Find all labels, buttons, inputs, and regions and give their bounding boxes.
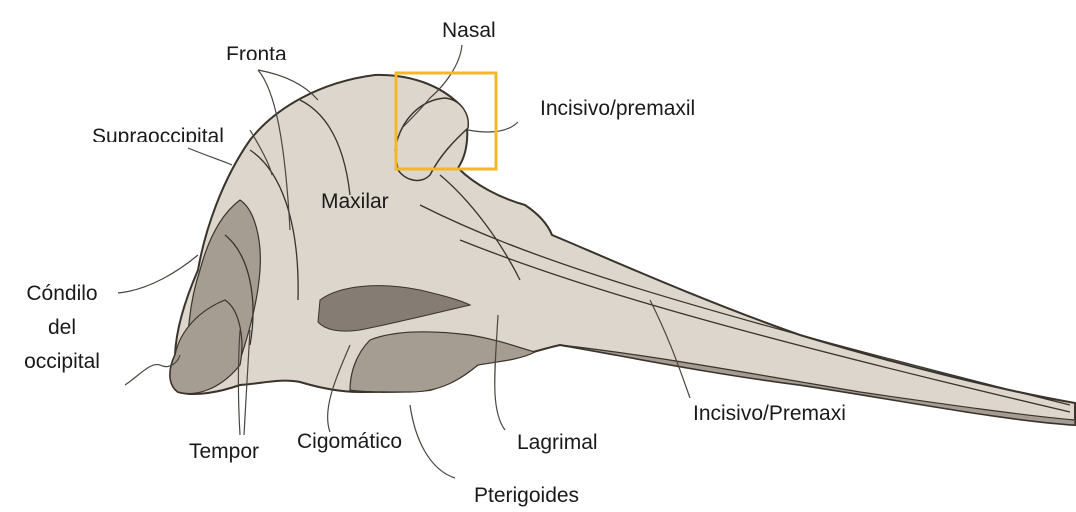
label-tempor: Tempor bbox=[189, 441, 259, 462]
label-condilo-line3: occipital bbox=[16, 351, 108, 372]
label-lagrimal: Lagrimal bbox=[517, 432, 598, 453]
label-maxilar: Maxilar bbox=[321, 191, 389, 212]
label-condilo-line2: del bbox=[16, 317, 108, 338]
label-incisivo-premaxi: Incisivo/Premaxi bbox=[693, 403, 846, 424]
label-fronta: Fronta bbox=[226, 44, 287, 60]
label-nasal: Nasal bbox=[442, 20, 496, 41]
label-incisivo-premaxil: Incisivo/premaxil bbox=[540, 98, 695, 119]
label-pterigoides: Pterigoides bbox=[474, 485, 579, 506]
skull-outline bbox=[170, 75, 1075, 425]
label-condilo-line1: Cóndilo bbox=[16, 283, 108, 304]
label-supraoccipital: Supraoccipital bbox=[92, 126, 224, 142]
label-cigomatico: Cigomático bbox=[297, 431, 402, 452]
